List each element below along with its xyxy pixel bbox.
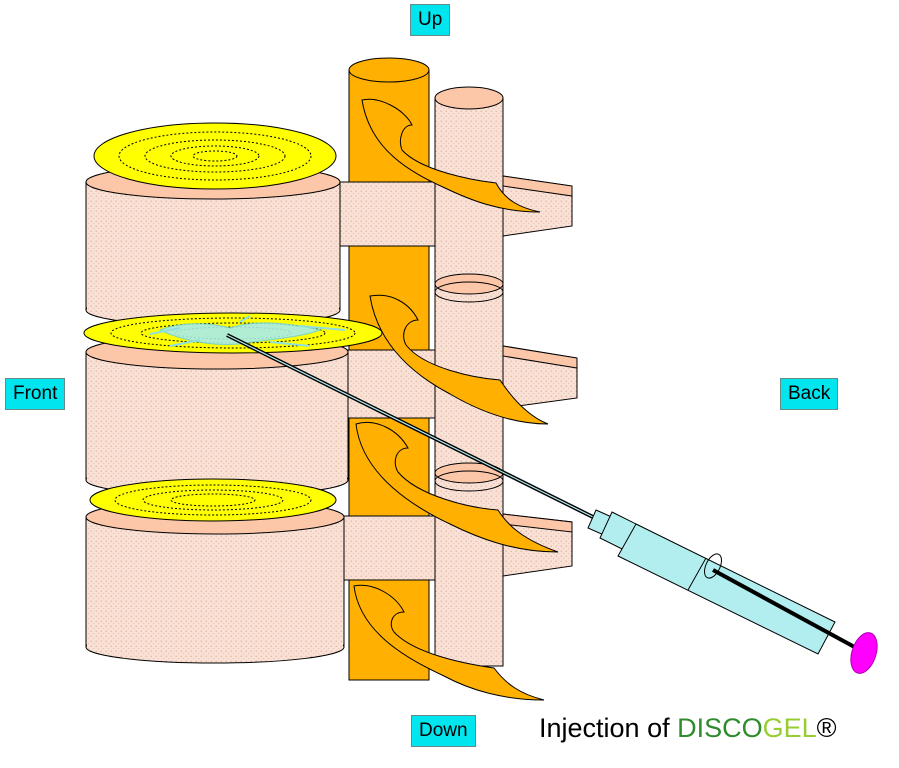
- discogel-spread: [158, 322, 322, 345]
- label-front: Front: [5, 378, 66, 410]
- label-up: Up: [410, 4, 451, 36]
- disc-bottom: [89, 478, 337, 522]
- caption-registered: ®: [816, 713, 837, 743]
- label-back: Back: [780, 378, 839, 410]
- disc-top: [93, 122, 337, 190]
- caption: Injection of DISCOGEL®: [539, 713, 837, 744]
- nerve-roots: [353, 98, 559, 701]
- label-down: Down: [411, 715, 476, 747]
- plunger-rod: [712, 568, 861, 652]
- caption-brand-part2: GEL: [762, 713, 817, 743]
- syringe: [226, 333, 878, 674]
- vertebral-bodies: [85, 164, 349, 664]
- disc-middle: [83, 312, 383, 354]
- intervertebral-discs: [83, 122, 383, 522]
- plunger-cap: [850, 632, 878, 674]
- caption-prefix: Injection of: [539, 713, 678, 743]
- caption-brand-part1: DISCO: [677, 713, 763, 743]
